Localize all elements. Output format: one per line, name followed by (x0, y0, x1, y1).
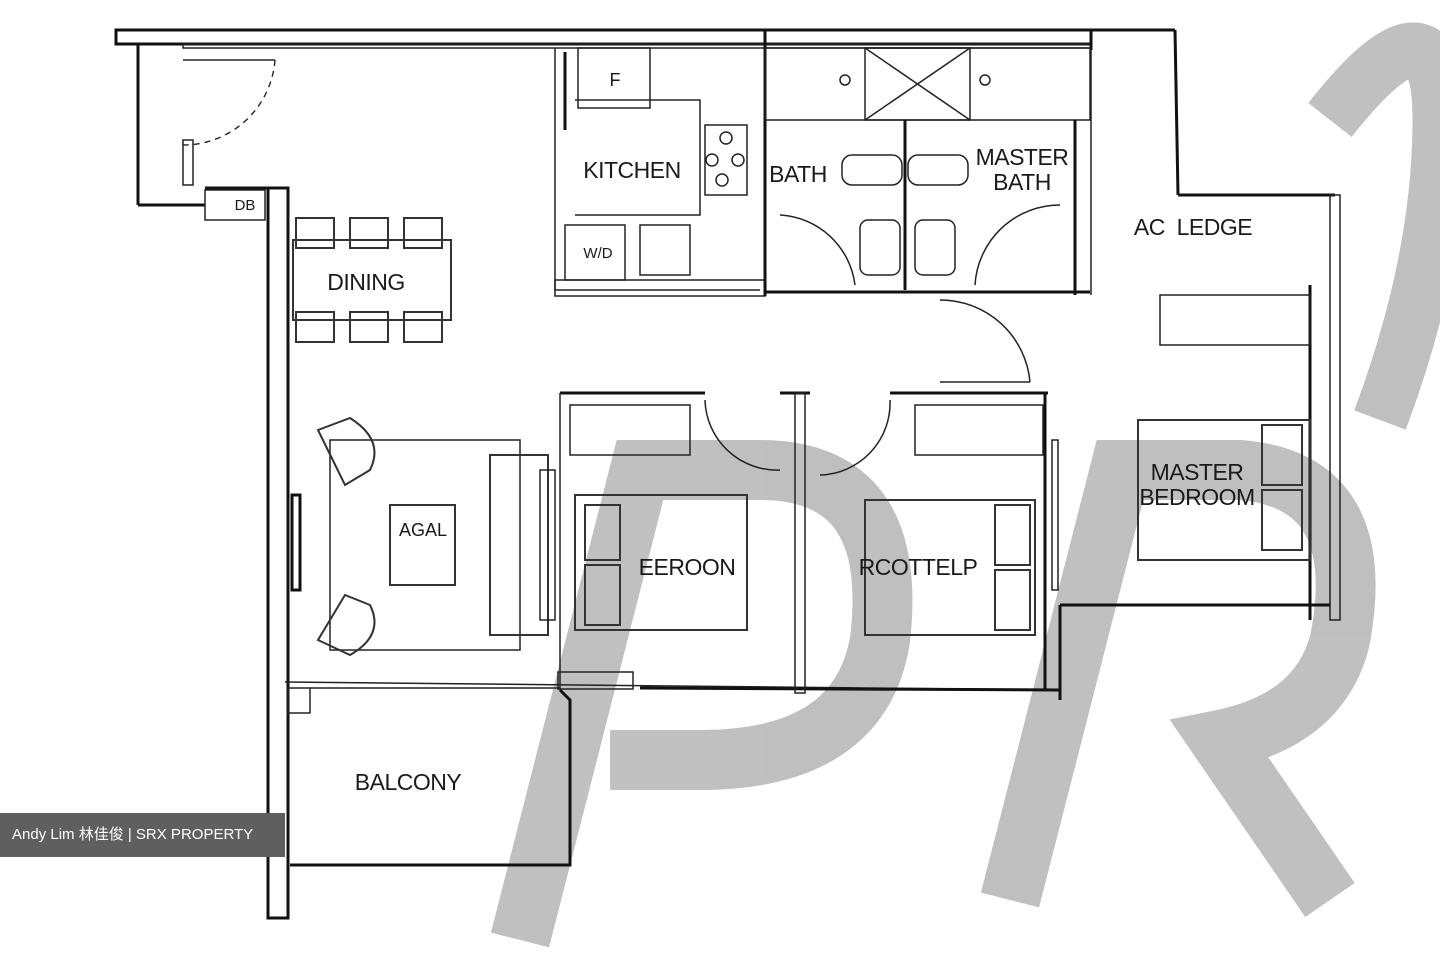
bedroom-2-label: EEROON (639, 554, 736, 580)
kitchen-label: KITCHEN (583, 157, 680, 183)
fridge-label: F (610, 70, 621, 90)
coffee-table-label: AGAL (399, 520, 447, 540)
bedroom-3-label: RCOTTELP (859, 554, 978, 580)
washer-dryer-label: W/D (583, 245, 612, 262)
bedroom-3-walls (819, 391, 1059, 690)
balcony-label: BALCONY (355, 769, 462, 795)
dining-label: DINING (327, 269, 405, 295)
bedroom-2-walls (557, 391, 810, 694)
entry-door (182, 59, 276, 221)
master-bedroom-walls (1137, 294, 1311, 561)
dining-table (292, 217, 452, 343)
master-bath-label-line2: BATH (993, 169, 1051, 195)
ac-ledge-label: AC LEDGE (1134, 214, 1252, 240)
db-label: DB (235, 197, 256, 214)
bathrooms (764, 47, 1092, 383)
master-bedroom-label-line1: MASTER (1151, 459, 1244, 485)
living-furniture (290, 416, 556, 657)
balcony-walls (287, 687, 572, 867)
master-bath-label-line1: MASTER (976, 144, 1069, 170)
bath-label: BATH (769, 161, 827, 187)
master-bedroom-label-line2: BEDROOM (1139, 484, 1254, 510)
credit-banner: Andy Lim 林佳俊 | SRX PROPERTY (0, 813, 285, 857)
